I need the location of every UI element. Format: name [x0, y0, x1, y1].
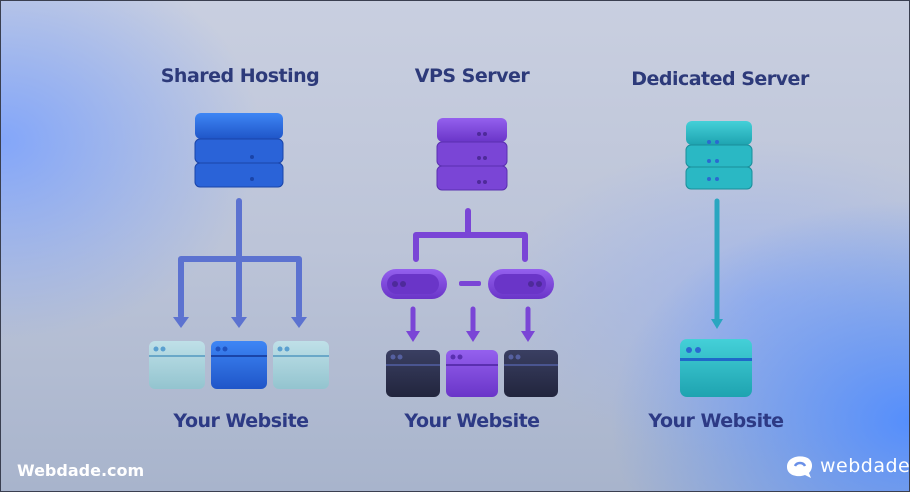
- vps-connector-lines: [413, 208, 528, 262]
- dedicated-server-icon: [685, 121, 753, 190]
- vps-server-icon: [436, 118, 508, 191]
- arrow-head-icon: [291, 317, 307, 328]
- website-window-icon: [504, 350, 558, 397]
- vps-server-title: VPS Server: [414, 65, 530, 87]
- site-url: Webdade.com: [17, 461, 145, 480]
- partition-link: [459, 281, 481, 286]
- dedicated-server-title: Dedicated Server: [631, 68, 809, 90]
- virtual-partition-icon: [488, 269, 554, 299]
- arrow-head-icon: [406, 331, 420, 342]
- logo-icon: [787, 456, 813, 478]
- arrow-head-icon: [711, 319, 723, 329]
- shared-server-icon: [194, 113, 284, 188]
- arrow-head-icon: [173, 317, 189, 328]
- logo-text: webdade: [820, 455, 910, 477]
- webdade-logo: webdade: [783, 453, 910, 479]
- shared-connector-arrows: [178, 198, 302, 319]
- arrow-head-icon: [466, 331, 480, 342]
- website-window-icon: [386, 350, 440, 397]
- website-window-icon: [273, 341, 329, 389]
- arrow-head-icon: [231, 317, 247, 328]
- dedicated-website-caption: Your Website: [648, 410, 784, 432]
- vps-website-caption: Your Website: [404, 410, 540, 432]
- website-window-icon: [149, 341, 205, 389]
- shared-website-caption: Your Website: [173, 410, 309, 432]
- virtual-partition-icon: [381, 269, 447, 299]
- arrow-head-icon: [521, 331, 535, 342]
- website-window-icon: [446, 350, 498, 397]
- website-window-icon: [680, 339, 752, 397]
- shared-hosting-title: Shared Hosting: [160, 65, 320, 87]
- website-window-icon: [211, 341, 267, 389]
